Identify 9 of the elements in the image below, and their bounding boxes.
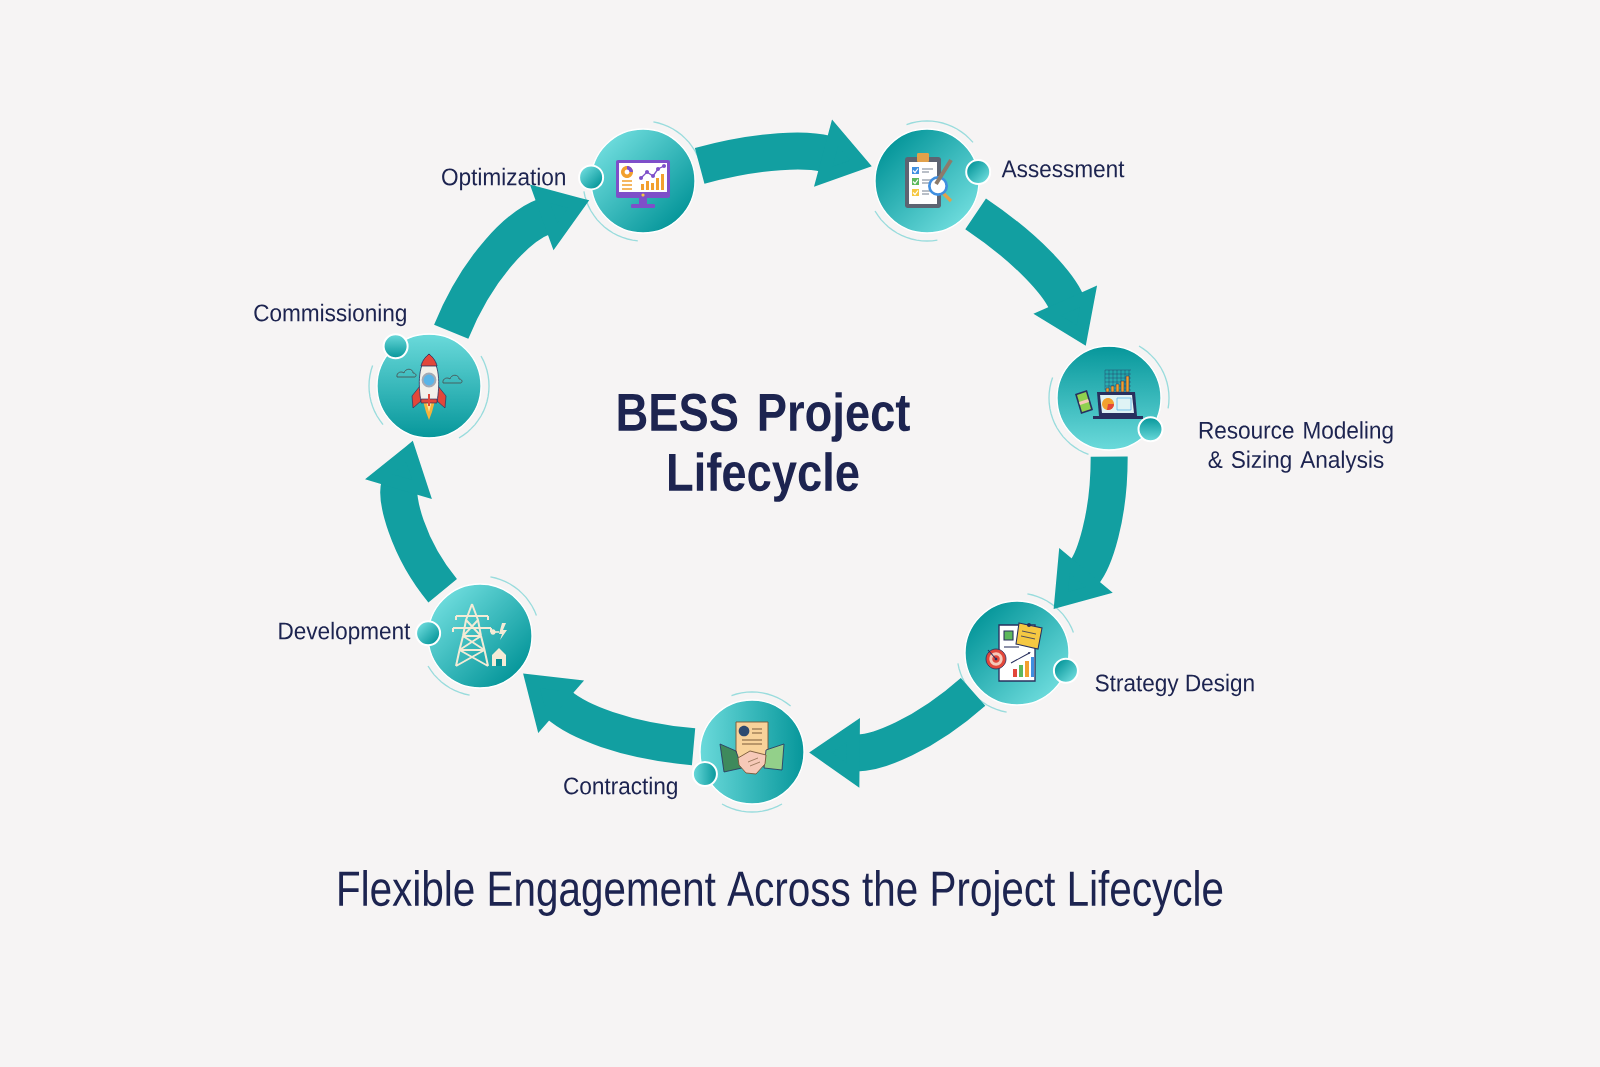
step-label: Optimization	[442, 167, 565, 191]
title: BESS Project Lifecycle	[618, 392, 910, 502]
caption: Flexible Engagement Across the Project Lifecycle	[339, 870, 1223, 916]
step-label: Contracting	[564, 776, 677, 800]
step-label: Assessment	[1001, 160, 1125, 178]
step-label: Resource Modeling & Sizing Analysis	[1199, 421, 1393, 473]
step-label: Development	[279, 621, 411, 645]
step-label: Commissioning	[254, 303, 406, 327]
step-label: Strategy Design	[1095, 673, 1254, 697]
